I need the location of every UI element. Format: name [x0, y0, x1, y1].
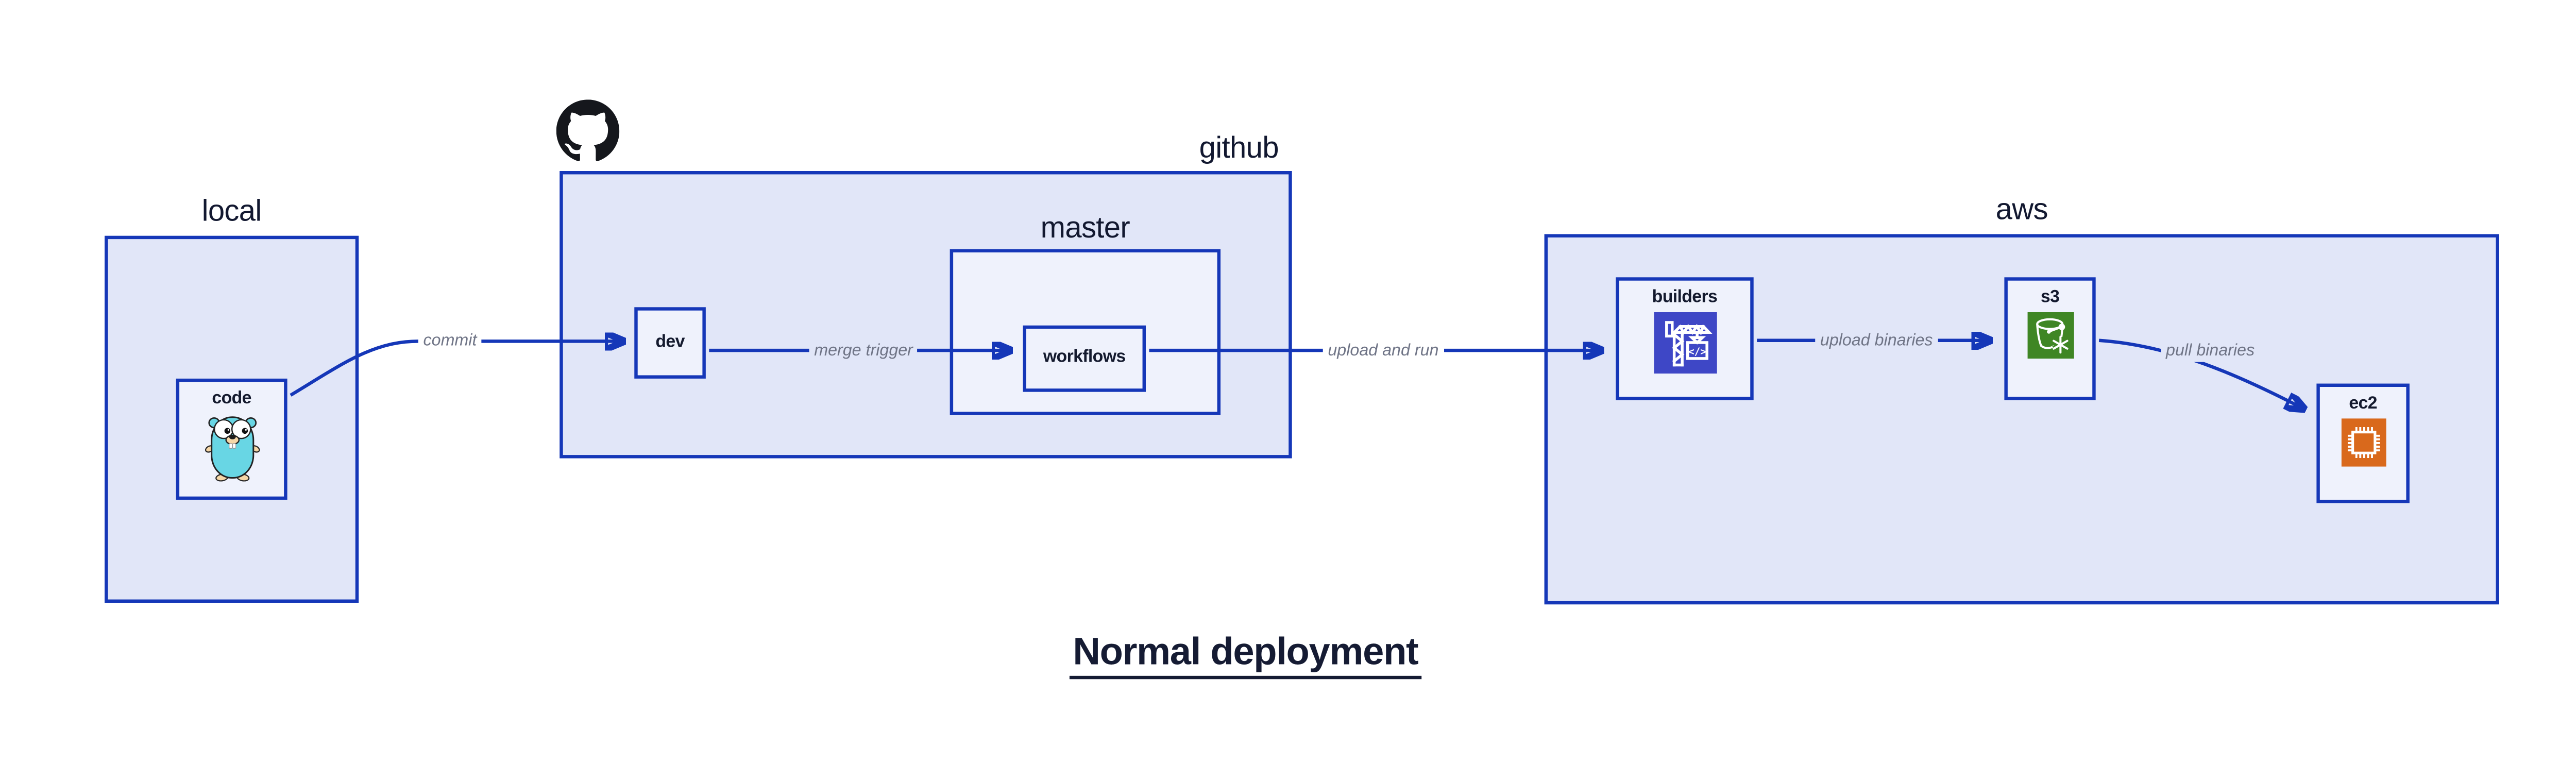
edge-pull-binaries-label: pull binaries — [2161, 342, 2260, 362]
aws-s3-glacier-icon — [2026, 311, 2074, 358]
github-octocat-icon — [556, 99, 620, 161]
node-code-label: code — [212, 388, 251, 409]
aws-ec2-icon — [2341, 417, 2386, 466]
edge-commit-label: commit — [418, 331, 482, 351]
node-dev-label: dev — [655, 331, 685, 352]
group-aws-label: aws — [1995, 192, 2048, 226]
aws-codebuild-icon: </> — [1653, 311, 1717, 373]
node-workflows-label: workflows — [1043, 347, 1126, 368]
node-s3: s3 — [2004, 277, 2096, 400]
node-builders: builders </> — [1616, 277, 1754, 400]
edge-upload-and-run-label: upload and run — [1323, 341, 1444, 362]
group-local-label: local — [201, 194, 262, 228]
edge-merge-trigger-label: merge trigger — [809, 341, 918, 362]
go-gopher-icon — [204, 415, 259, 481]
edge-pull-binaries-line — [2098, 338, 2303, 409]
node-dev: dev — [634, 307, 706, 379]
codebuild-code-glyph: </> — [1687, 345, 1705, 357]
diagram-title: Normal deployment — [1069, 630, 1421, 680]
node-workflows: workflows — [1023, 325, 1146, 392]
edge-commit-line — [290, 341, 623, 397]
group-github-label: github — [1199, 131, 1279, 165]
node-ec2-label: ec2 — [2349, 393, 2377, 414]
edge-upload-binaries-label: upload binaries — [1815, 331, 1938, 351]
group-master-label: master — [1040, 211, 1130, 244]
node-code: code — [176, 378, 287, 500]
node-ec2: ec2 — [2316, 383, 2410, 503]
node-s3-label: s3 — [2040, 287, 2060, 308]
node-builders-label: builders — [1652, 287, 1718, 308]
